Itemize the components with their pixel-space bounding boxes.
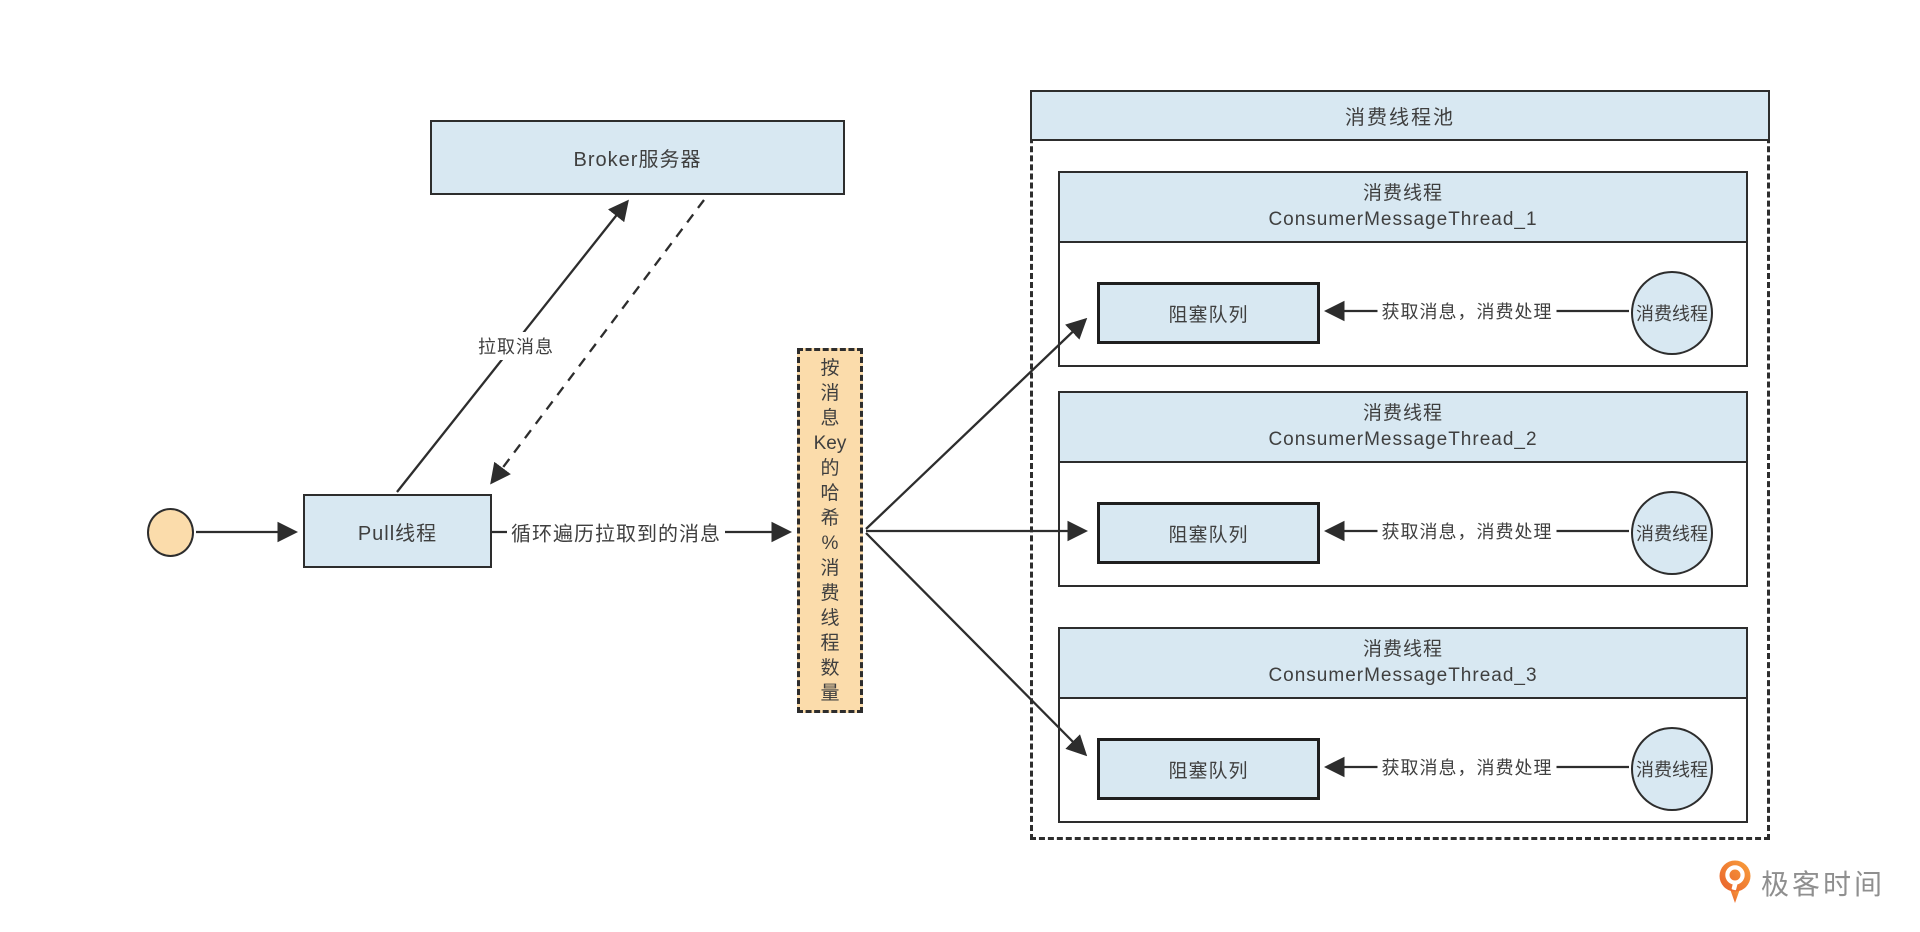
hash-dispatch-box: 按 消 息 Key 的 哈 希 % 消 费 线 程 数 量 <box>797 348 863 713</box>
hash-text-line: 消 <box>820 557 840 579</box>
blocking-queue-box: 阻塞队列 <box>1097 502 1320 564</box>
thread-group-header: 消费线程 ConsumerMessageThread_2 <box>1060 393 1746 463</box>
consumer-worker-label: 消费线程 <box>1636 524 1708 544</box>
geektime-logo-text: 极客时间 <box>1761 868 1886 900</box>
thread-group-header: 消费线程 ConsumerMessageThread_3 <box>1060 629 1746 699</box>
hash-text-line: 程 <box>820 632 840 654</box>
start-node-circle <box>147 508 194 557</box>
fetch-message-label-3: 获取消息，消费处理 <box>1377 753 1557 781</box>
thread-name-label: 消费线程 <box>1362 639 1443 660</box>
broker-box: Broker服务器 <box>430 120 845 195</box>
hash-text-line: 息 <box>820 407 840 429</box>
pull-thread-box: Pull线程 <box>303 494 492 568</box>
consumer-pool-title: 消费线程池 <box>1345 107 1455 129</box>
consumer-pool-header: 消费线程池 <box>1030 90 1770 141</box>
blocking-queue-box: 阻塞队列 <box>1097 282 1320 344</box>
hash-text-line: 数 <box>820 657 840 679</box>
loop-messages-label: 循环遍历拉取到的消息 <box>507 516 725 548</box>
hash-text-line: 量 <box>820 682 840 704</box>
thread-name-label: 消费线程 <box>1362 183 1443 204</box>
pull-thread-label: Pull线程 <box>357 522 438 545</box>
hash-text-line: 按 <box>820 357 840 379</box>
hash-text-line: 线 <box>820 607 840 629</box>
consumer-thread-group-2: 消费线程 ConsumerMessageThread_2 阻塞队列 消费线程 <box>1058 391 1748 587</box>
geektime-logo: 极客时间 <box>1718 860 1885 905</box>
fetch-message-label-1: 获取消息，消费处理 <box>1377 297 1557 325</box>
thread-id-label: ConsumerMessageThread_2 <box>1268 429 1538 450</box>
thread-id-label: ConsumerMessageThread_3 <box>1268 665 1538 686</box>
consumer-worker-circle: 消费线程 <box>1631 727 1713 811</box>
hash-text-line: % <box>821 532 839 554</box>
blocking-queue-label: 阻塞队列 <box>1168 304 1249 326</box>
hash-text-line: 消 <box>820 382 840 404</box>
geektime-logo-icon <box>1719 860 1751 903</box>
thread-group-header: 消费线程 ConsumerMessageThread_1 <box>1060 173 1746 243</box>
broker-label: Broker服务器 <box>573 149 702 171</box>
consumer-worker-label: 消费线程 <box>1636 304 1708 324</box>
consumer-worker-circle: 消费线程 <box>1631 271 1713 355</box>
blocking-queue-box: 阻塞队列 <box>1097 738 1320 800</box>
hash-text-line: Key <box>813 432 847 454</box>
consumer-worker-circle: 消费线程 <box>1631 491 1713 575</box>
consumer-thread-group-1: 消费线程 ConsumerMessageThread_1 阻塞队列 消费线程 <box>1058 171 1748 367</box>
pull-message-label: 拉取消息 <box>474 332 558 360</box>
consumer-worker-label: 消费线程 <box>1636 760 1708 780</box>
thread-id-label: ConsumerMessageThread_1 <box>1268 209 1538 230</box>
thread-name-label: 消费线程 <box>1362 403 1443 424</box>
hash-text-line: 费 <box>820 582 840 604</box>
blocking-queue-label: 阻塞队列 <box>1168 760 1249 782</box>
consumer-thread-group-3: 消费线程 ConsumerMessageThread_3 阻塞队列 消费线程 <box>1058 627 1748 823</box>
hash-text-line: 希 <box>820 507 840 529</box>
hash-text-line: 的 <box>820 457 840 479</box>
blocking-queue-label: 阻塞队列 <box>1168 524 1249 546</box>
fetch-message-label-2: 获取消息，消费处理 <box>1377 517 1557 545</box>
hash-text-line: 哈 <box>820 482 840 504</box>
